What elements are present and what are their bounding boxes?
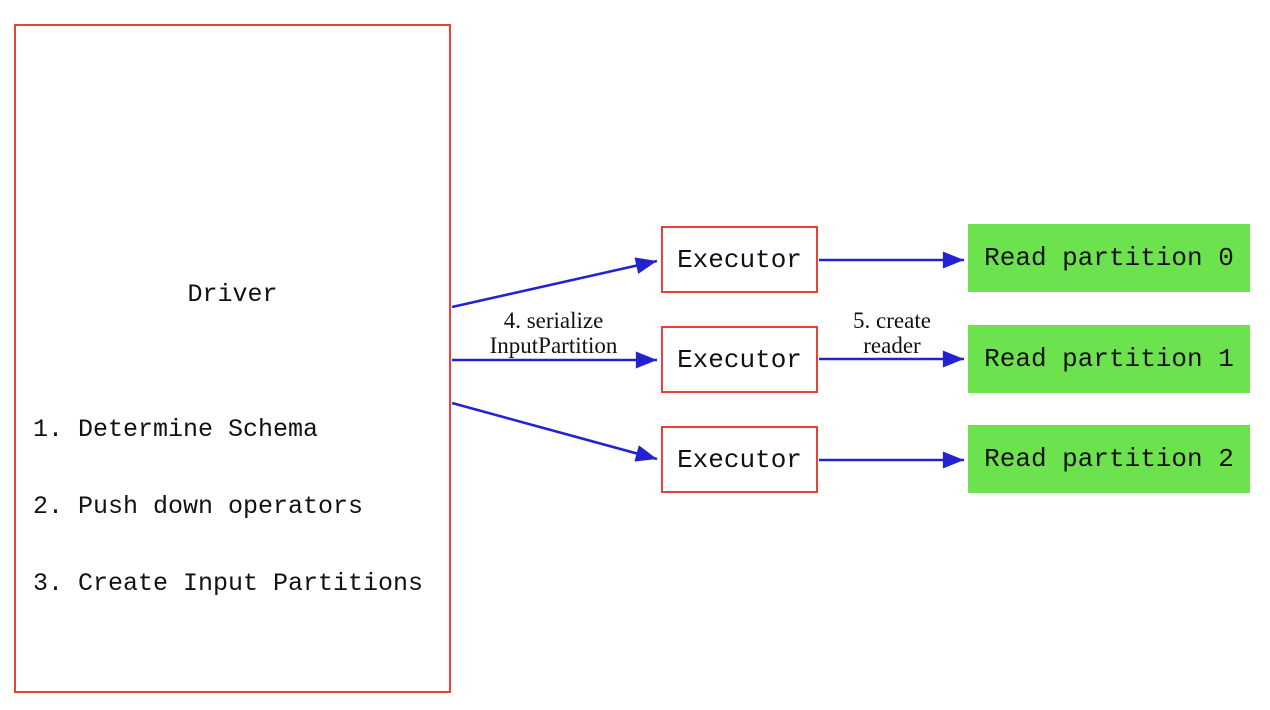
serialize-label-line2: InputPartition (489, 333, 618, 358)
read-partition-box-0: Read partition 0 (968, 224, 1250, 292)
driver-step-1: 1. Determine Schema (33, 415, 319, 445)
executor-label-1: Executor (677, 244, 802, 275)
read-partition-box-2: Read partition 2 (968, 425, 1250, 493)
read-partition-box-1: Read partition 1 (968, 325, 1250, 393)
reader-label-line1: 5. create (853, 308, 931, 333)
driver-step-2: 2. Push down operators (33, 491, 364, 521)
executor-box-1: Executor (661, 226, 818, 293)
driver-step-3: 3. Create Input Partitions (33, 568, 424, 598)
create-reader-label: 5. create reader (790, 308, 994, 358)
serialize-inputpartition-label: 4. serialize InputPartition (451, 308, 656, 358)
driver-steps: 1. Determine Schema 2. Push down operato… (33, 366, 423, 648)
reader-label-line2: reader (863, 333, 921, 358)
executor-box-3: Executor (661, 426, 818, 493)
executor-label-2: Executor (677, 344, 802, 375)
read-partition-label-2: Read partition 2 (984, 444, 1234, 474)
driver-title: Driver (187, 280, 278, 309)
driver-box: Driver 1. Determine Schema 2. Push down … (14, 24, 451, 693)
executor-label-3: Executor (677, 444, 802, 475)
serialize-label-line1: 4. serialize (503, 308, 604, 333)
executor-box-2: Executor (661, 326, 818, 393)
read-partition-label-0: Read partition 0 (984, 243, 1234, 273)
read-partition-label-1: Read partition 1 (984, 344, 1234, 374)
arrow-driver-executor-3 (451, 401, 658, 462)
arrow-driver-executor-1 (451, 257, 658, 309)
